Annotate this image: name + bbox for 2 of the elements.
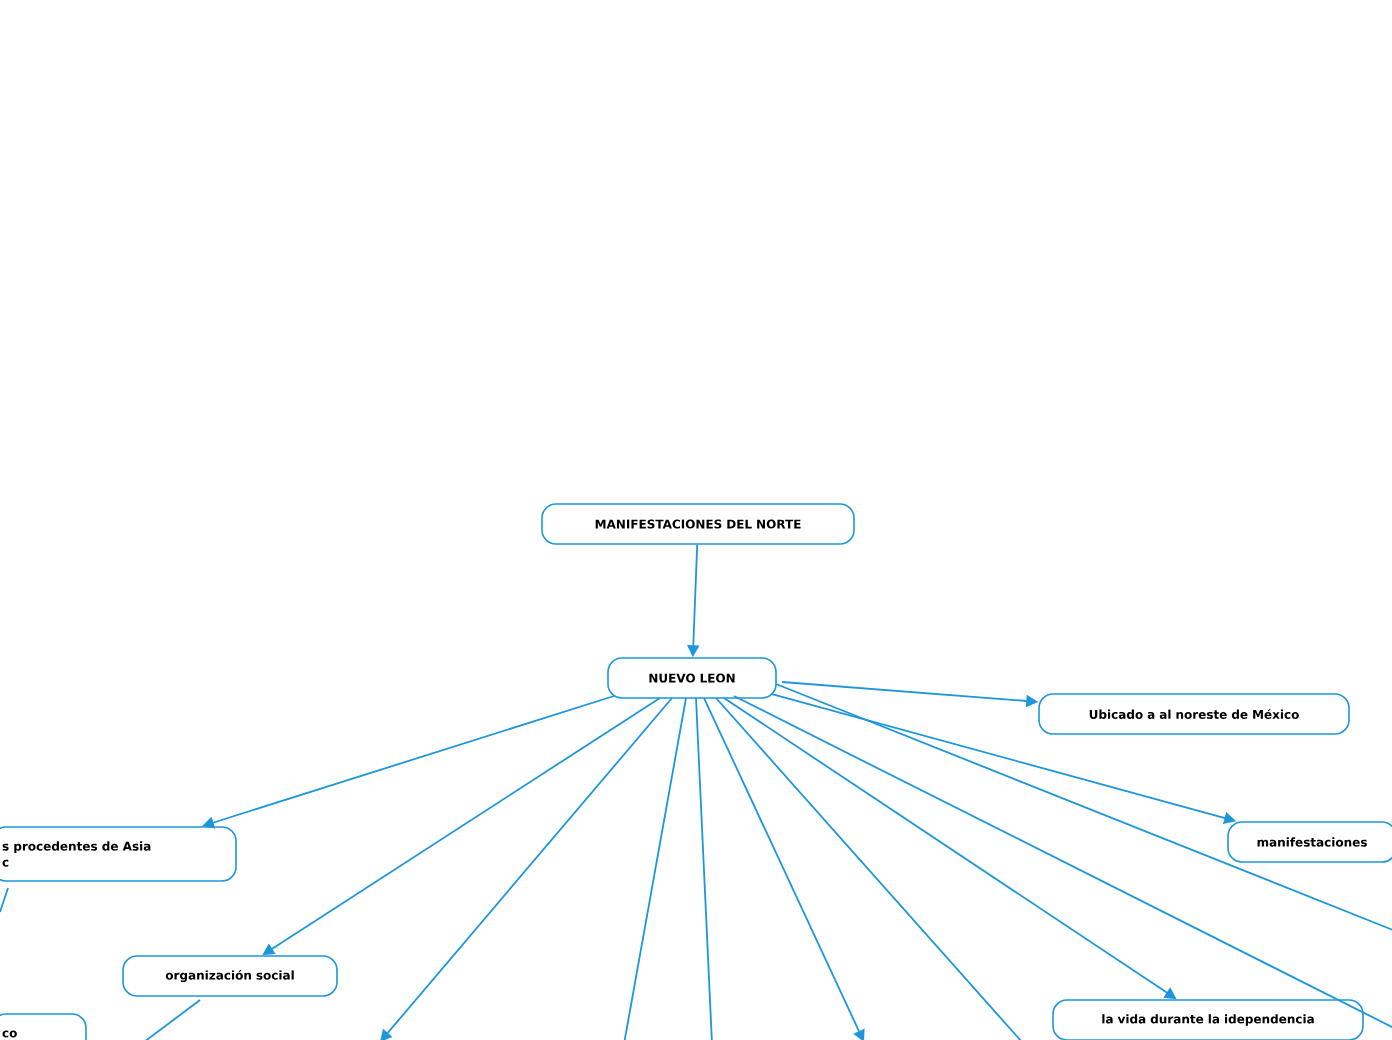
- arrow: [380, 697, 673, 1040]
- arrow: [703, 697, 865, 1040]
